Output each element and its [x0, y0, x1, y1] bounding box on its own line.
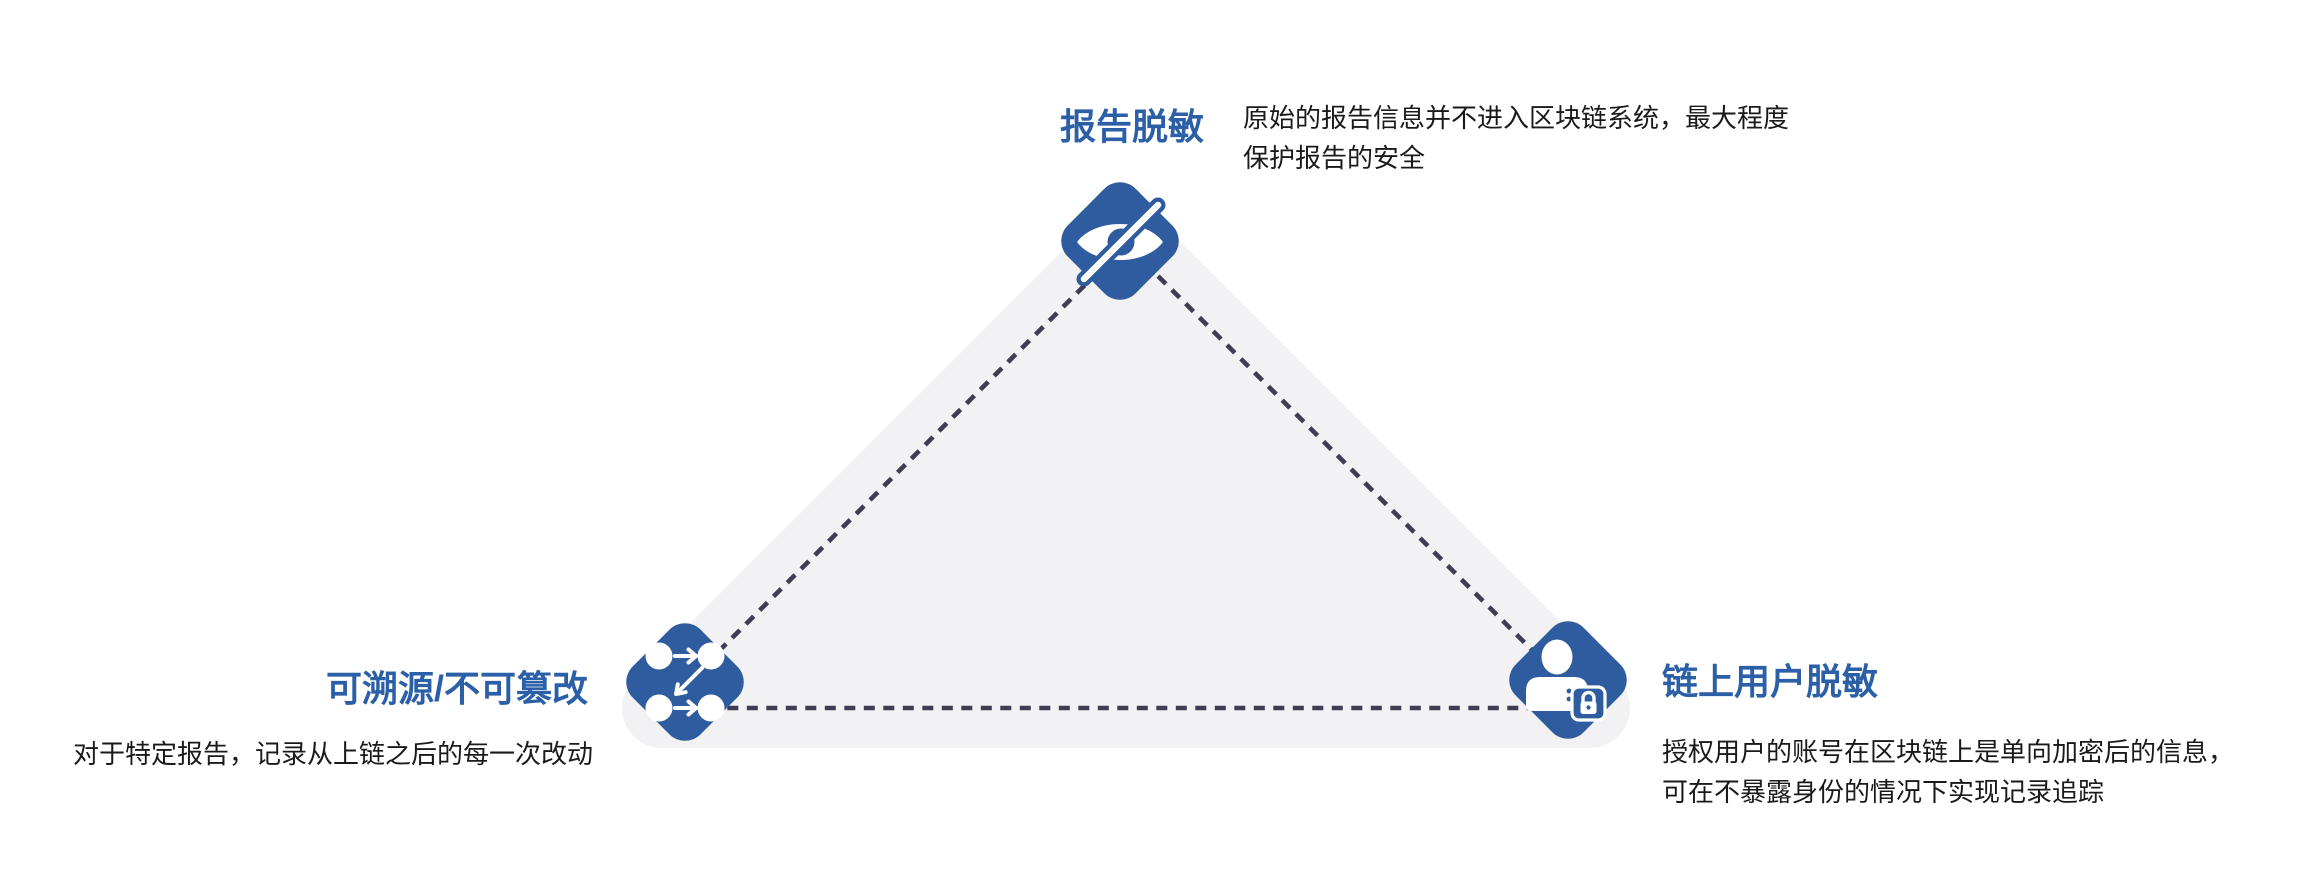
desc-line: 原始的报告信息并不进入区块链系统，最大程度 [1243, 103, 1790, 133]
trace-flow-icon [645, 642, 725, 722]
user-lock-icon [1526, 639, 1607, 722]
desc-line: 授权用户的账号在区块链上是单向加密后的信息， [1662, 737, 2235, 767]
node-label-report: 报告脱敏 [1060, 106, 1205, 147]
desc-line: 保护报告的安全 [1243, 143, 1426, 173]
node-label-traceable: 可溯源/不可篡改 [325, 668, 588, 709]
node-user-desensitization [1509, 621, 1627, 739]
node-desc-report: 原始的报告信息并不进入区块链系统，最大程度 保护报告的安全 [1243, 98, 1789, 178]
dashed-connector-lines [656, 240, 1596, 711]
desc-line: 对于特定报告，记录从上链之后的每一次改动 [73, 739, 594, 769]
lock-badge [1570, 685, 1607, 722]
desc-line: 可在不暴露身份的情况下实现记录追踪 [1662, 777, 2105, 807]
node-desc-user: 授权用户的账号在区块链上是单向加密后的信息， 可在不暴露身份的情况下实现记录追踪 [1662, 732, 2234, 812]
eye-off-icon [1076, 197, 1166, 287]
diamond-shape [626, 623, 744, 741]
node-label-user: 链上用户脱敏 [1662, 661, 1879, 702]
node-traceable [626, 623, 744, 741]
node-desc-traceable: 对于特定报告，记录从上链之后的每一次改动 [73, 734, 593, 774]
node-report-desensitization [1061, 182, 1179, 300]
